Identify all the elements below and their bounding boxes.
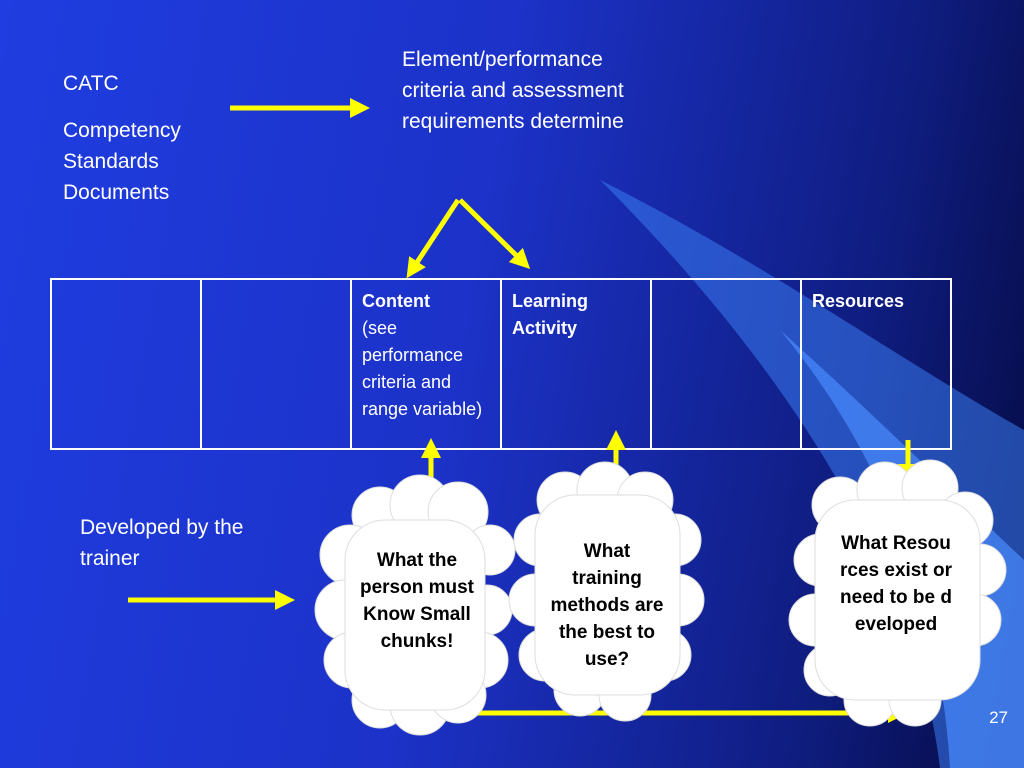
page-number: 27 <box>989 708 1008 727</box>
arrow-to-learning-activity <box>458 198 531 270</box>
element-criteria-note: Element/performance criteria and assessm… <box>402 48 624 133</box>
cloud-1 <box>314 474 516 736</box>
table-cell-2 <box>200 278 352 450</box>
table-cell-resources: Resources <box>800 278 952 450</box>
table-cell-content: Content (see performance criteria and ran… <box>350 278 502 450</box>
cloud-3 <box>788 459 1007 727</box>
cloud-2 <box>508 461 705 722</box>
cloud-shapes <box>314 459 1007 736</box>
content-heading: Content <box>362 291 430 311</box>
cloud-3-text: What Resources exist or need to be devel… <box>840 533 952 635</box>
table-row: Content (see performance criteria and ran… <box>50 278 952 450</box>
resources-heading: Resources <box>812 291 905 311</box>
table-cell-learning-activity: Learning Activity <box>500 278 652 450</box>
planning-table: Content (see performance criteria and ran… <box>50 278 952 450</box>
arrow-to-content <box>406 198 461 279</box>
cloud-2-text: What training methods are the best to us… <box>550 541 664 670</box>
developed-by-trainer-label: Developed by the trainer <box>80 516 244 570</box>
catc-label: CATC <box>63 72 119 95</box>
content-note: (see performance criteria and range vari… <box>362 318 483 419</box>
competency-standards-label: Competency Standards Documents <box>63 119 181 204</box>
learning-activity-heading: Learning Activity <box>512 291 589 338</box>
table-cell-1 <box>50 278 202 450</box>
table-cell-5 <box>650 278 802 450</box>
cloud-1-text: What the person must Know Small chunks! <box>359 550 475 652</box>
